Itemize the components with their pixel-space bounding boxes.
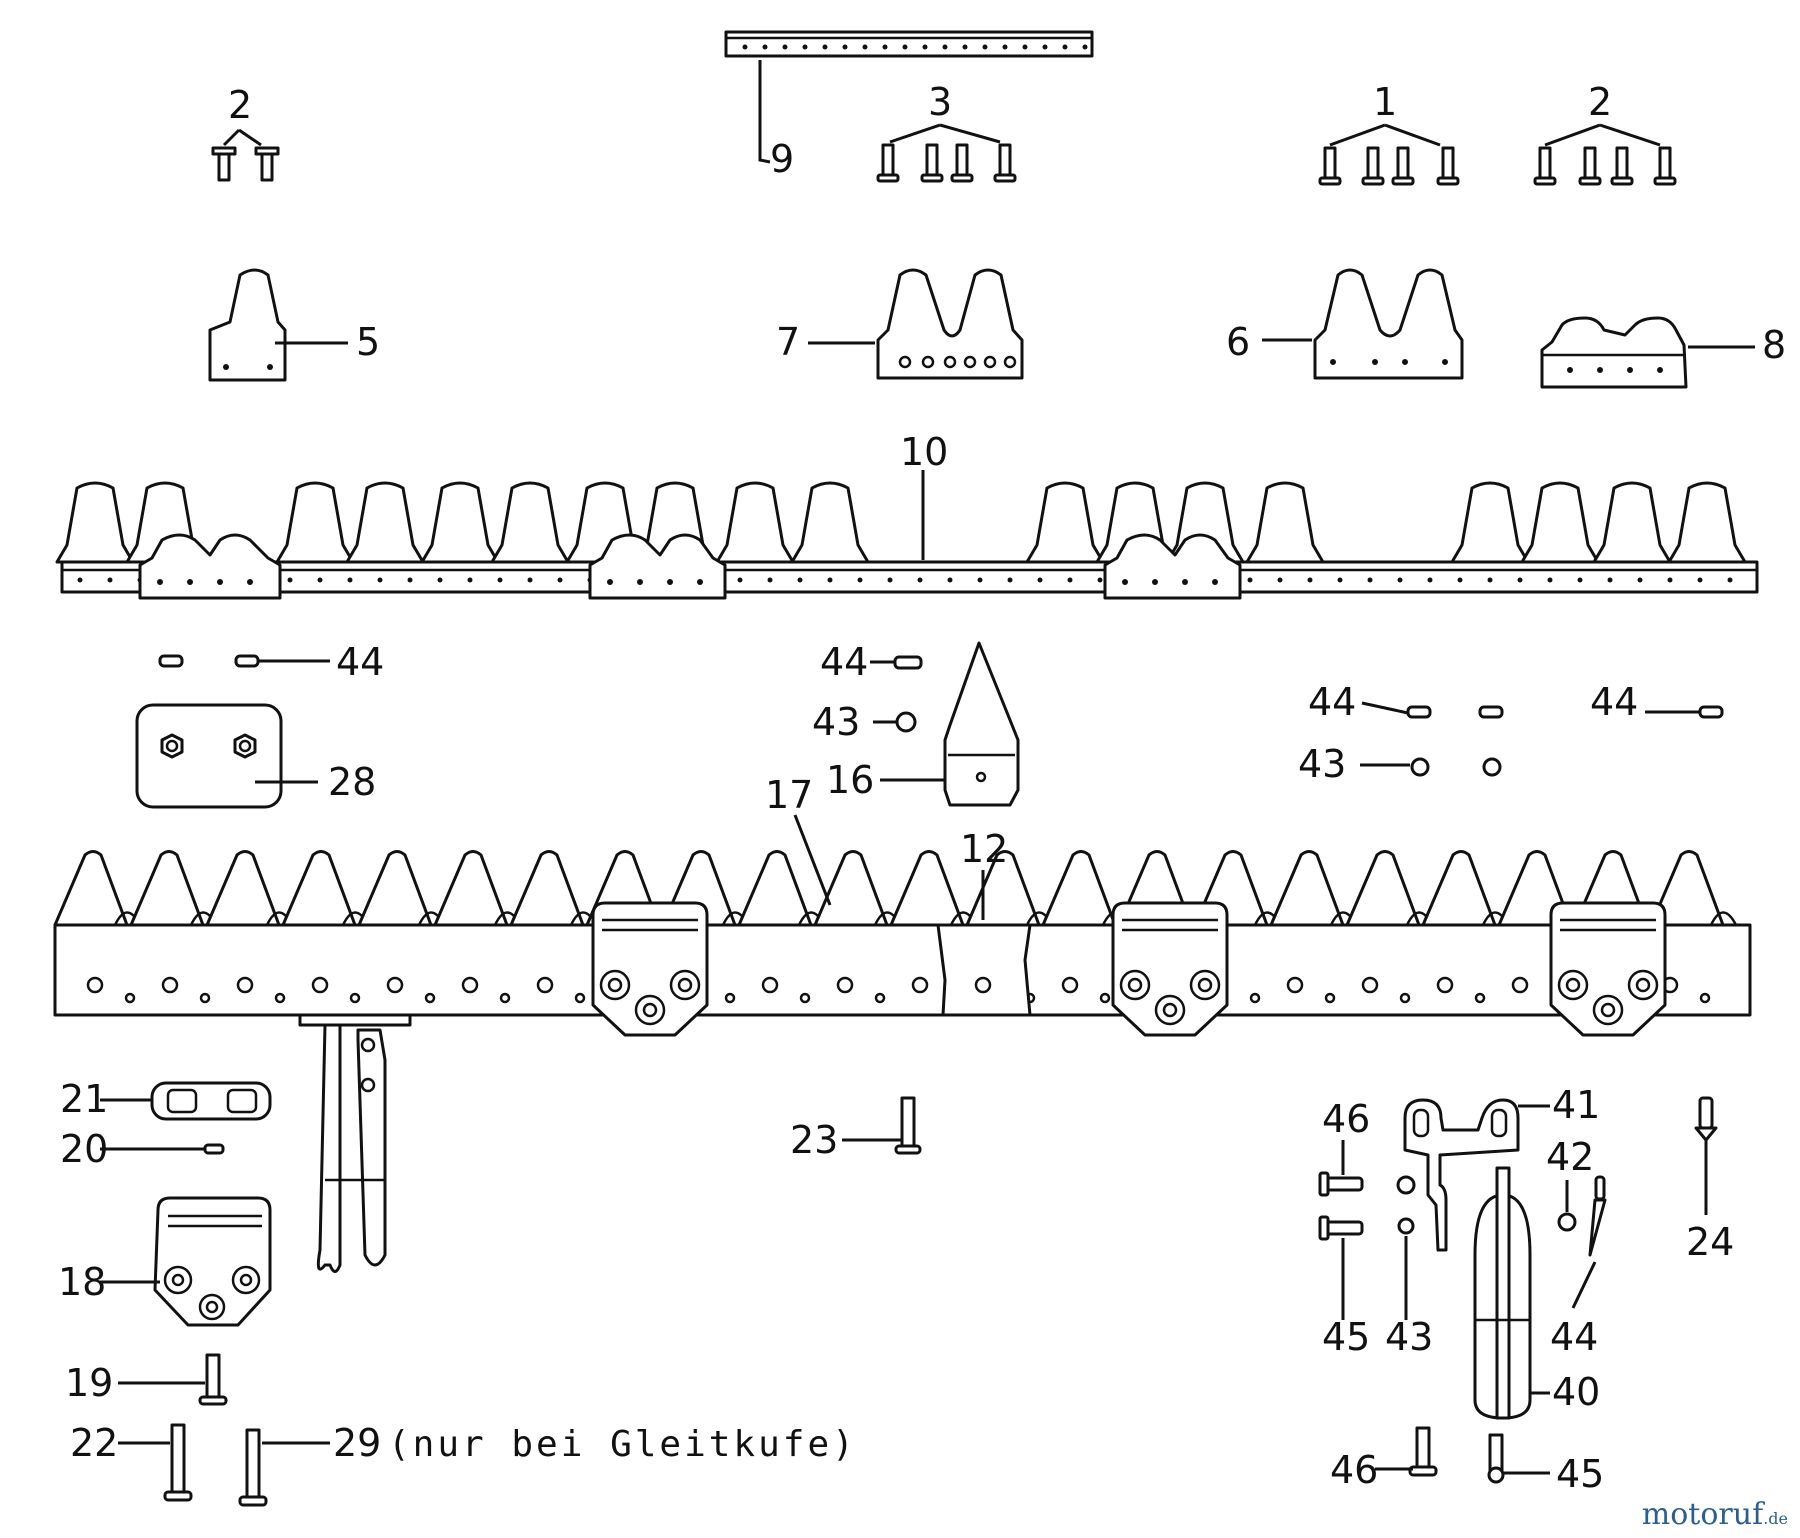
pin-44-spring xyxy=(1588,1175,1607,1257)
callout-28: 28 xyxy=(328,760,376,804)
part-9-rail xyxy=(724,30,1094,58)
knife-head-arm xyxy=(298,1013,412,1273)
part-46-bolt-upper xyxy=(1318,1171,1364,1197)
callout-22: 22 xyxy=(70,1421,118,1465)
washer-43-mid xyxy=(895,711,917,733)
part-17-knife-bar xyxy=(53,850,1752,1017)
part-7-double-guard xyxy=(876,268,1024,380)
part-41-bracket xyxy=(1403,1098,1520,1252)
part-45-bolt-lower xyxy=(1487,1433,1505,1484)
watermark-logo: motoruf.de xyxy=(1641,1497,1788,1532)
callout-3: 3 xyxy=(928,80,952,124)
part-23-bolt xyxy=(894,1096,922,1155)
part-46-bolt-lower xyxy=(1408,1426,1438,1477)
callout-5: 5 xyxy=(356,320,380,364)
callout-23: 23 xyxy=(790,1118,838,1162)
part-19-bolt xyxy=(198,1353,228,1406)
note-29-gleitkufe: (nur bei Gleitkufe) xyxy=(388,1424,857,1465)
callout-42: 42 xyxy=(1546,1135,1594,1179)
callout-44-mid: 44 xyxy=(820,640,868,684)
rivet-group-2-left xyxy=(211,128,280,182)
washer-43-lower xyxy=(1397,1217,1415,1235)
part-45-bolt-upper xyxy=(1318,1215,1364,1241)
part-29-bolt xyxy=(238,1428,268,1507)
part-21-chain-link xyxy=(150,1081,272,1121)
washers-43-right xyxy=(1410,757,1502,777)
callout-46-upper: 46 xyxy=(1322,1097,1370,1141)
callout-2-left: 2 xyxy=(228,83,252,127)
callout-1: 1 xyxy=(1373,80,1397,124)
part-40-knife-arm xyxy=(1473,1166,1532,1420)
callout-21: 21 xyxy=(60,1077,108,1121)
callout-2-right: 2 xyxy=(1588,80,1612,124)
callout-19: 19 xyxy=(65,1361,113,1405)
callout-12: 12 xyxy=(960,827,1008,871)
part-10-guard-bar xyxy=(55,481,1759,600)
callout-40: 40 xyxy=(1552,1370,1600,1414)
callout-44-right1: 44 xyxy=(1308,680,1356,724)
callout-44-lower: 44 xyxy=(1550,1315,1598,1359)
callout-43-mid: 43 xyxy=(812,700,860,744)
callout-45-upper: 45 xyxy=(1322,1315,1370,1359)
callout-10: 10 xyxy=(900,430,948,474)
part-42-washer xyxy=(1557,1212,1577,1232)
part-24-pin xyxy=(1694,1096,1718,1142)
callout-9: 9 xyxy=(770,137,794,181)
rivet-group-1 xyxy=(1318,123,1460,186)
callout-8: 8 xyxy=(1762,323,1786,367)
rivet-group-3 xyxy=(876,123,1017,183)
part-5-single-guard xyxy=(208,268,287,382)
washer-43-upper xyxy=(1396,1175,1416,1195)
callout-17: 17 xyxy=(765,773,813,817)
callout-43-lower: 43 xyxy=(1385,1315,1433,1359)
callout-46-lower: 46 xyxy=(1330,1448,1378,1492)
part-6-double-guard xyxy=(1313,268,1464,380)
callout-7: 7 xyxy=(776,320,800,364)
rivet-group-2-right xyxy=(1533,123,1677,186)
callout-43-right: 43 xyxy=(1298,742,1346,786)
callout-24: 24 xyxy=(1686,1220,1734,1264)
callout-45-lower: 45 xyxy=(1556,1452,1604,1496)
callout-41: 41 xyxy=(1552,1083,1600,1127)
part-12-connector xyxy=(936,923,1032,1017)
callout-20: 20 xyxy=(60,1127,108,1171)
callout-44-right2: 44 xyxy=(1590,680,1638,724)
part-28-plate xyxy=(135,703,283,809)
pin-44-mid xyxy=(893,655,923,670)
callout-29: 29 xyxy=(333,1421,381,1465)
pin-44-pair-left xyxy=(158,654,260,668)
part-18-knife-holder xyxy=(153,1196,272,1327)
part-22-bolt xyxy=(163,1423,193,1502)
callout-18: 18 xyxy=(58,1260,106,1304)
part-8-clip xyxy=(1540,316,1688,389)
part-20-pin xyxy=(203,1143,225,1155)
part-16-knife-section xyxy=(943,641,1020,807)
callout-44-left: 44 xyxy=(336,640,384,684)
callout-6: 6 xyxy=(1226,320,1250,364)
callout-16: 16 xyxy=(826,758,874,802)
